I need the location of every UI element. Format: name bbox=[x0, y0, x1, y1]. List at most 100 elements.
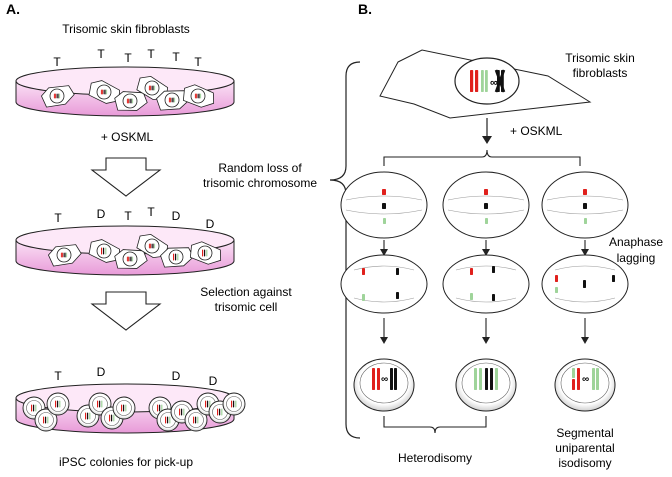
dish-3-ipsc-colonies bbox=[22, 392, 246, 432]
chromosome-bar bbox=[202, 249, 204, 257]
chromosome-bar bbox=[177, 253, 179, 261]
chromosome-bar bbox=[102, 89, 104, 95]
heterodisomy-bracket bbox=[383, 416, 487, 434]
chromosome-bar bbox=[577, 368, 580, 390]
chromosome-bar bbox=[396, 268, 399, 275]
fibroblast-cell bbox=[189, 241, 222, 265]
chromosome-bar bbox=[126, 98, 128, 104]
hollow-arrow-2 bbox=[90, 291, 162, 331]
chromosome-bar bbox=[57, 400, 59, 408]
chromosome-bar bbox=[57, 93, 59, 99]
outcome-upd-1: Segmental bbox=[556, 426, 613, 440]
chromosome-bar bbox=[62, 252, 64, 258]
fibroblast-cell bbox=[48, 244, 82, 267]
fibroblast-cell bbox=[156, 90, 190, 111]
chromosome-bar bbox=[43, 416, 45, 424]
anaphase-cell bbox=[340, 254, 428, 314]
chromosome-bar bbox=[372, 368, 375, 390]
chromosome-bar bbox=[194, 93, 196, 99]
chromosome-bar bbox=[101, 247, 103, 255]
chromosome-bar bbox=[87, 412, 89, 420]
chromosome-bar bbox=[152, 85, 154, 91]
chromosome-bar bbox=[104, 89, 106, 95]
chromosome-bar bbox=[85, 412, 87, 420]
chromosome-bar bbox=[219, 408, 221, 416]
hollow-arrow-1 bbox=[90, 157, 162, 197]
chromosome-bar bbox=[129, 256, 131, 262]
chromosome-bar bbox=[584, 218, 587, 224]
chromosome-bar bbox=[195, 416, 197, 424]
outcome-upd-2: uniparental bbox=[555, 441, 614, 455]
ipsc-colony bbox=[22, 396, 46, 420]
chromosome-bar bbox=[362, 294, 365, 301]
panel-a-title: Trisomic skin fibroblasts bbox=[62, 22, 190, 36]
chromosome-bar bbox=[362, 268, 365, 275]
chromosome-bar bbox=[157, 404, 159, 412]
dish-mark-t: T bbox=[97, 47, 105, 61]
ipsc-colony bbox=[34, 408, 58, 432]
chromosome-bar bbox=[396, 292, 399, 299]
fibroblast-cell bbox=[182, 84, 215, 108]
chromosome-bar bbox=[165, 416, 167, 424]
chromosome-bar bbox=[206, 249, 208, 257]
panel-b-lagging-2: lagging bbox=[617, 251, 656, 265]
dish-mark-d: D bbox=[209, 374, 218, 388]
chromosome-bar bbox=[181, 408, 183, 416]
chromosome-bar bbox=[132, 256, 134, 262]
chromosome-bar bbox=[470, 268, 473, 275]
chromosome-bar bbox=[173, 253, 175, 261]
chromosome-bar bbox=[89, 412, 91, 420]
chromosome-bar bbox=[56, 93, 58, 99]
chromosome-bar bbox=[475, 70, 479, 92]
chromosome-bar bbox=[121, 404, 123, 412]
chromosome-bar bbox=[150, 85, 152, 91]
chromosome-bar bbox=[128, 256, 130, 262]
panel-b-lagging-1: Anaphase bbox=[609, 235, 663, 249]
chromosome-bar bbox=[59, 93, 61, 99]
chromosome-bar bbox=[113, 414, 115, 422]
lineage-1: ∞ bbox=[340, 171, 428, 412]
chromosome-bar bbox=[169, 416, 171, 424]
chromosome-bar bbox=[490, 368, 493, 390]
parent-trisomic-chromosomes: ∞ bbox=[470, 69, 506, 93]
chromosome-bar bbox=[484, 203, 488, 209]
chromosome-bar bbox=[197, 93, 199, 99]
chromosome-bar bbox=[129, 98, 131, 104]
fibroblast-cell bbox=[88, 239, 120, 263]
chromosome-bar bbox=[204, 249, 206, 257]
chromosome-bar bbox=[221, 408, 223, 416]
chromosome-bar bbox=[123, 404, 125, 412]
chromosome-bar bbox=[479, 368, 482, 390]
chromosome-bar bbox=[235, 400, 237, 408]
chromosome-bar bbox=[485, 218, 488, 224]
panel-brace bbox=[329, 61, 361, 439]
chromosome-bar bbox=[66, 252, 68, 258]
dish-mark-d: D bbox=[97, 365, 106, 379]
chromosome-bar bbox=[484, 189, 488, 195]
chromosome-bar bbox=[583, 203, 587, 209]
chromosome-bar bbox=[183, 408, 185, 416]
chromosome-bar bbox=[45, 416, 47, 424]
panel-a-label: A. bbox=[6, 1, 20, 17]
chromosome-bar bbox=[130, 98, 132, 104]
chromosome-bar bbox=[583, 280, 586, 288]
chromosome-bar bbox=[196, 93, 198, 99]
chromosome-bar bbox=[109, 414, 111, 422]
chromosome-bar bbox=[492, 294, 495, 301]
chromosome-bar bbox=[207, 400, 209, 408]
chromosome-bar bbox=[154, 243, 156, 249]
chromosome-bar bbox=[592, 368, 595, 390]
chromosome-bar bbox=[31, 404, 33, 412]
chromosome-bar bbox=[197, 416, 199, 424]
chromosome-bar bbox=[231, 400, 233, 408]
chromosome-bar bbox=[152, 243, 154, 249]
chromosome-bar bbox=[168, 97, 170, 103]
svg-text:∞: ∞ bbox=[582, 374, 589, 385]
chromosome-bar bbox=[394, 368, 397, 390]
chromosome-bar bbox=[55, 400, 57, 408]
chromosome-bar bbox=[103, 247, 105, 255]
dish-mark-t: T bbox=[194, 55, 202, 69]
